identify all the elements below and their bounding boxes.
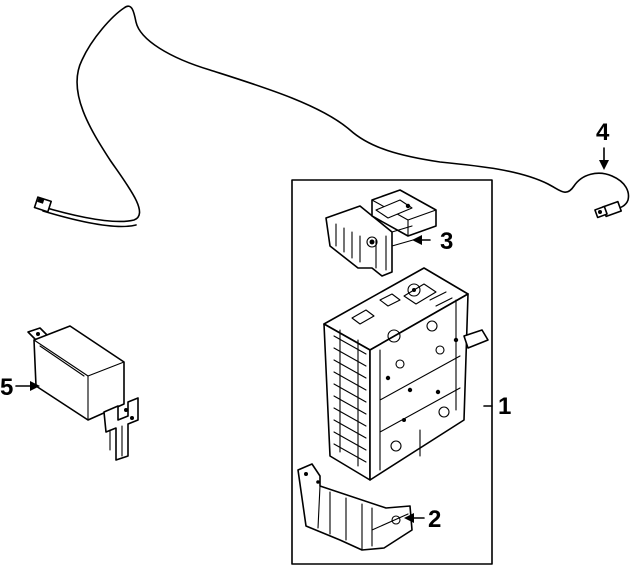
bracket-part-3 bbox=[325, 189, 437, 277]
callout-2: 2 bbox=[428, 506, 441, 533]
bracket-part-2 bbox=[297, 463, 413, 551]
junction-box-part-1 bbox=[323, 267, 489, 481]
module-part-5 bbox=[27, 325, 139, 461]
callout-1: 1 bbox=[498, 393, 511, 420]
callout-leaders bbox=[15, 147, 609, 523]
callout-5: 5 bbox=[0, 374, 13, 401]
callout-4: 4 bbox=[596, 119, 610, 146]
callout-3: 3 bbox=[440, 228, 453, 255]
assembly-frame bbox=[291, 179, 493, 565]
antenna-cable-part-4 bbox=[33, 5, 630, 228]
